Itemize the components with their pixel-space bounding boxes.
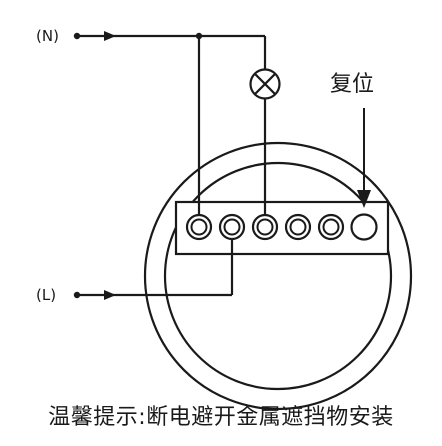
lamp-icon [249,68,281,100]
reset-label: 复位 [330,72,374,97]
neutral-wire [73,31,267,215]
terminal-2 [218,213,246,241]
installation-tip: 温馨提示:断电避开金属遮挡物安装 [48,405,394,430]
reset-arrow-icon [357,108,371,208]
terminal-6-reset[interactable] [350,213,378,241]
live-label: (L) [36,286,56,304]
neutral-arrow-icon [104,31,116,41]
switch-inner-ring [163,161,393,391]
terminal-1 [185,213,213,241]
neutral-label: (N) [36,27,59,45]
switch-outer-ring [143,141,413,411]
terminal-3 [251,213,279,241]
terminal-4 [284,213,312,241]
live-arrow-icon [104,290,116,300]
terminal-5 [317,213,345,241]
live-wire [73,239,234,300]
